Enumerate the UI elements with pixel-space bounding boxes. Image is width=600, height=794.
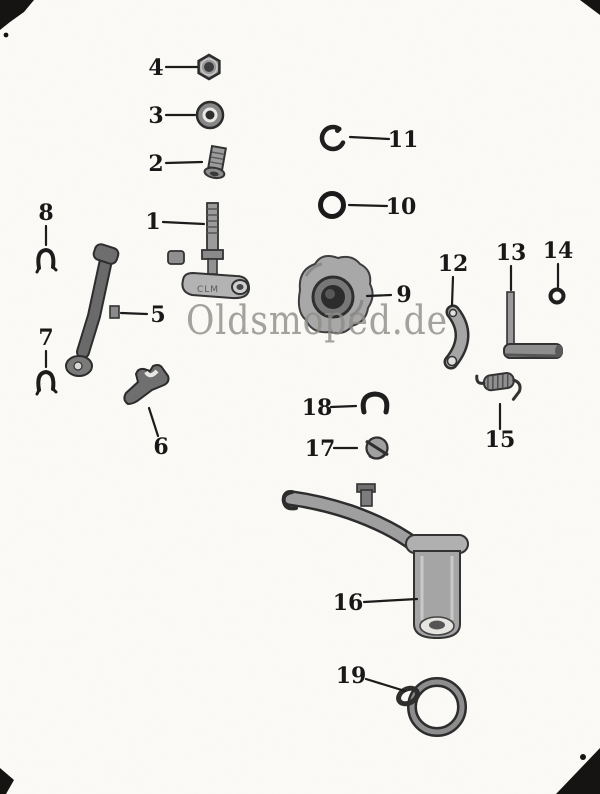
part-18-e-clip xyxy=(360,391,390,415)
callout-9-number: 9 xyxy=(396,282,411,308)
callout-2: 2 xyxy=(148,151,204,177)
watermark: Oldsmoped.de xyxy=(186,298,448,344)
callout-14-number: 14 xyxy=(543,238,574,264)
callout-12-number: 12 xyxy=(438,251,469,277)
callout-5: 5 xyxy=(119,302,166,328)
leader-line-9 xyxy=(365,293,393,298)
part-15-return-spring xyxy=(475,372,522,401)
part-4-hex-nut xyxy=(197,53,221,81)
part-1-stamped-marking: CLM xyxy=(197,285,219,295)
callout-17: 17 xyxy=(305,436,359,462)
part-12-actuator-lever xyxy=(443,304,470,370)
callout-1: 1 xyxy=(145,209,206,235)
callout-1-number: 1 xyxy=(145,209,160,235)
leader-line-18 xyxy=(329,404,358,409)
callout-3: 3 xyxy=(148,103,197,129)
callout-16: 16 xyxy=(333,590,419,616)
callout-3-number: 3 xyxy=(148,103,163,129)
leader-line-5 xyxy=(119,311,149,316)
callout-13: 13 xyxy=(496,240,527,292)
callout-6: 6 xyxy=(147,406,169,460)
part-5-shift-lever xyxy=(65,243,120,377)
part-6-selector-fork xyxy=(123,364,170,406)
part-17-slotted-nut xyxy=(365,436,389,460)
leader-line-1 xyxy=(161,220,206,226)
callout-19: 19 xyxy=(336,663,407,693)
callout-5-number: 5 xyxy=(150,302,165,328)
callout-13-number: 13 xyxy=(496,240,527,266)
leader-line-16 xyxy=(362,597,419,604)
callout-8: 8 xyxy=(38,200,54,247)
leader-line-2 xyxy=(164,160,204,165)
part-10-o-ring xyxy=(318,191,346,219)
callout-9: 9 xyxy=(365,282,412,308)
part-3-bushing xyxy=(195,100,225,130)
callout-14: 14 xyxy=(543,238,574,289)
callout-11: 11 xyxy=(348,127,419,153)
callout-15: 15 xyxy=(485,402,516,453)
callout-15-number: 15 xyxy=(485,427,516,453)
part-8-retaining-clip xyxy=(35,247,58,274)
part-9-clutch-housing xyxy=(297,255,374,335)
leader-line-6 xyxy=(147,406,160,438)
part-13-push-rod xyxy=(503,291,563,359)
callout-7-number: 7 xyxy=(38,325,53,351)
callout-7: 7 xyxy=(38,325,54,369)
leader-line-11 xyxy=(348,135,391,141)
callout-16-number: 16 xyxy=(333,590,364,616)
callout-4: 4 xyxy=(148,55,199,81)
callout-18: 18 xyxy=(302,395,358,421)
part-11-circlip xyxy=(319,124,346,152)
part-14-small-ring xyxy=(548,287,566,305)
callout-17-number: 17 xyxy=(305,436,336,462)
part-1-bolt-with-bracket: CLM xyxy=(167,202,251,300)
callout-10-number: 10 xyxy=(386,194,417,220)
callout-6-number: 6 xyxy=(153,434,168,460)
callout-4-number: 4 xyxy=(148,55,163,81)
callout-19-number: 19 xyxy=(336,663,367,689)
callout-10: 10 xyxy=(347,194,417,220)
callout-12: 12 xyxy=(438,251,469,307)
callout-11-number: 11 xyxy=(388,127,419,153)
callout-18-number: 18 xyxy=(302,395,333,421)
leader-line-10 xyxy=(347,203,389,208)
leader-line-12 xyxy=(450,275,455,307)
part-16-clutch-arm-assembly xyxy=(281,483,469,640)
callout-2-number: 2 xyxy=(148,151,163,177)
part-2-sleeve-bolt xyxy=(203,144,228,180)
part-7-retaining-clip xyxy=(35,369,58,396)
leader-line-19 xyxy=(364,677,407,693)
callout-8-number: 8 xyxy=(38,200,53,226)
